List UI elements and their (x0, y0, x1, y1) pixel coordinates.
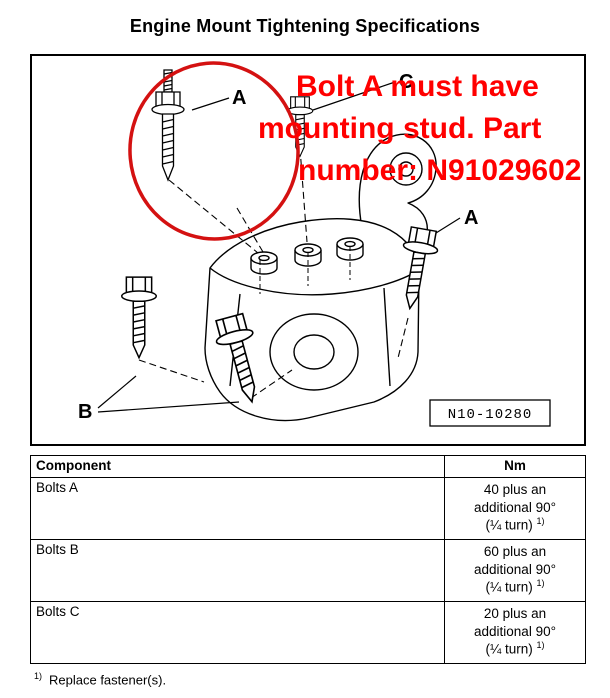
table-row-bolts-b: Bolts B 60 plus an additional 90° (¼ tur… (30, 539, 586, 602)
footnote-ref: 1) (536, 578, 545, 589)
label-bolt-c: C (399, 71, 413, 93)
component-cell: Bolts A (30, 477, 445, 540)
nm-line: 60 plus an (483, 544, 547, 559)
torque-spec-table: Component Nm Bolts A 40 plus an addition… (30, 455, 586, 664)
bolt-b-left (121, 276, 157, 359)
component-cell: Bolts C (30, 601, 445, 664)
nm-cell: 60 plus an additional 90° (¼ turn) 1) (444, 539, 586, 602)
label-bolt-b: B (78, 401, 92, 423)
nm-line: (¼ turn) (485, 517, 533, 533)
table-header-row: Component Nm (30, 455, 586, 478)
component-cell: Bolts B (30, 539, 445, 602)
nm-line: additional 90° (474, 561, 556, 577)
annotation-line-2: mounting stud. Part (258, 112, 542, 145)
engine-mount-diagram: A C A B N10-10280 Bolt A must have mount… (30, 54, 586, 446)
footnote: 1) Replace fastener(s). (34, 671, 166, 687)
nm-line: additional 90° (474, 499, 556, 515)
annotation-line-3: number: N91029602 (298, 154, 582, 187)
annotation-line-1: Bolt A must have (296, 70, 539, 103)
label-bolt-a-top: A (232, 87, 246, 109)
nm-line: additional 90° (474, 623, 556, 639)
engine-mount-body (204, 218, 420, 422)
nm-line: 40 plus an (483, 482, 547, 497)
label-bolt-a-right: A (464, 207, 478, 229)
table-row-bolts-a: Bolts A 40 plus an additional 90° (¼ tur… (30, 477, 586, 540)
footnote-ref: 1) (536, 640, 545, 651)
nm-cell: 20 plus an additional 90° (¼ turn) 1) (444, 601, 586, 664)
diagram-drawing: A C A B N10-10280 (78, 61, 551, 427)
header-nm: Nm (444, 455, 586, 478)
bolt-a-stud (151, 69, 185, 182)
diagram-ref-box: N10-10280 (429, 399, 551, 427)
footnote-text: Replace fastener(s). (49, 672, 167, 688)
nm-line: (¼ turn) (485, 641, 533, 657)
nm-line: (¼ turn) (485, 579, 533, 595)
footnote-ref: 1) (536, 516, 545, 527)
footnote-marker: 1) (34, 671, 43, 681)
header-component: Component (30, 455, 445, 478)
page-title: Engine Mount Tightening Specifications (129, 16, 481, 36)
red-annotation-text: Bolt A must have mounting stud. Part num… (256, 66, 610, 192)
label-leader-lines (97, 81, 461, 413)
hole-axis-dashed-lines (259, 246, 351, 294)
diagram-ref-number: N10-10280 (448, 407, 533, 423)
nm-cell: 40 plus an additional 90° (¼ turn) 1) (444, 477, 586, 540)
table-row-bolts-c: Bolts C 20 plus an additional 90° (¼ tur… (30, 601, 586, 664)
red-circle-annotation (128, 61, 300, 241)
nm-line: 20 plus an (483, 606, 547, 621)
